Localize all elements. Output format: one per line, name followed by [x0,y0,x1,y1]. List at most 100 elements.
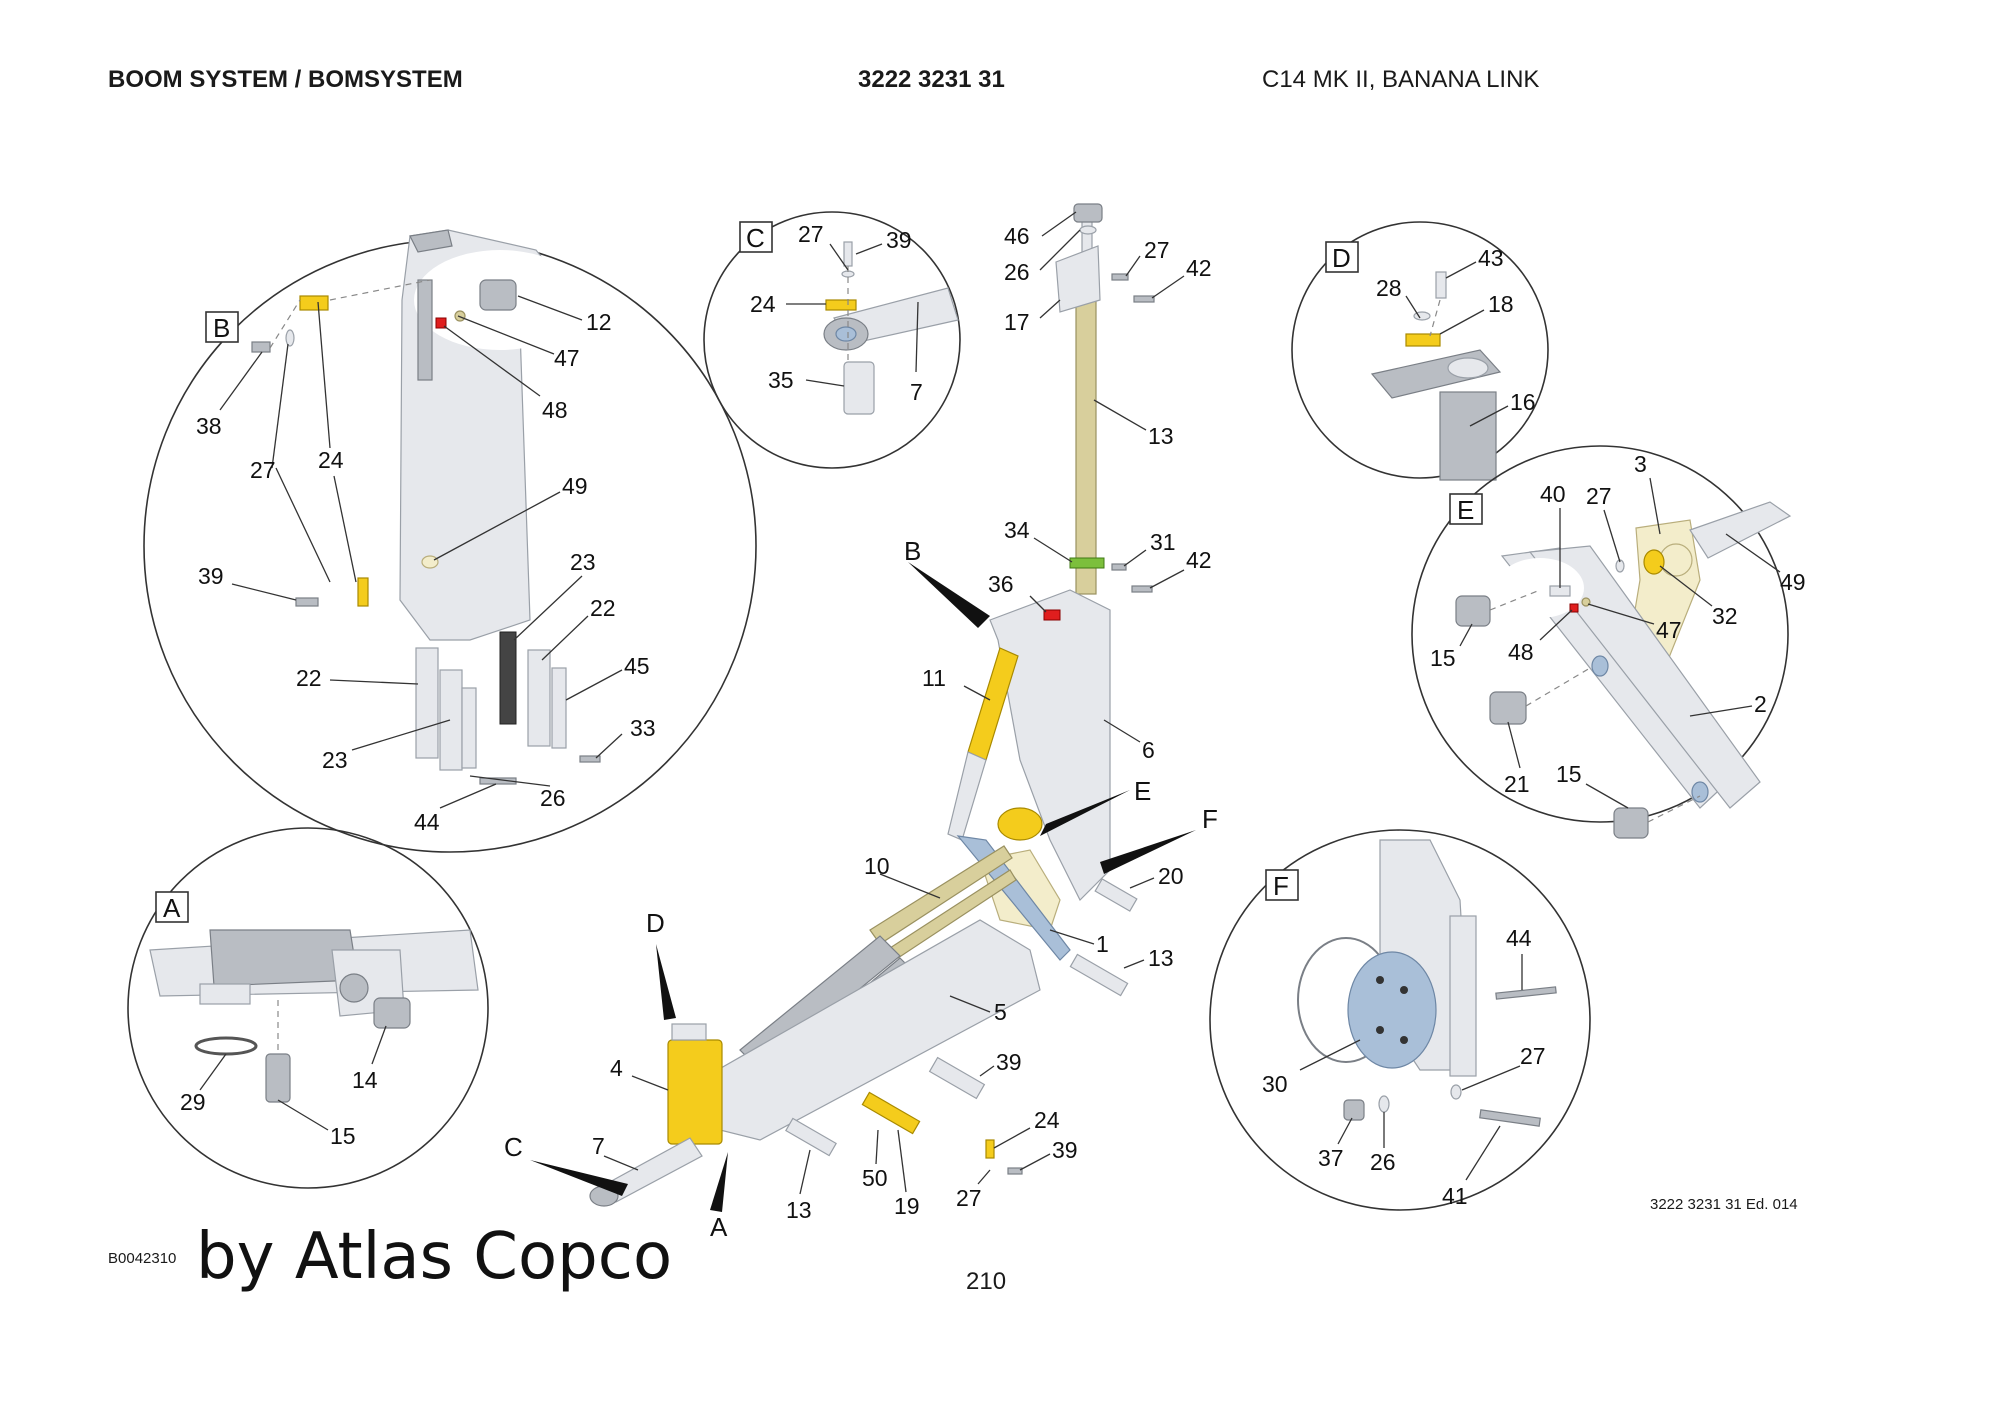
leader-42-top [1151,275,1185,299]
callout-14: 14 [352,1067,378,1093]
bolt-hole [1400,986,1408,994]
detail-a-circle [127,827,489,1189]
screw-44 [479,777,517,785]
callout-18: 18 [1488,291,1514,317]
callout-23-left: 23 [322,747,348,773]
callout-28: 28 [1376,275,1402,301]
part-number: 3222 3231 31 [858,66,1005,93]
callout-39: 39 [198,563,224,589]
screw-43 [1435,271,1447,299]
main-pointer-f-label: F [1202,804,1218,834]
leader-39-main [1019,1153,1051,1171]
callout-37: 37 [1318,1145,1344,1171]
leader-48-e [1539,609,1573,641]
grease-nipple-48 [435,317,447,329]
callout-48: 48 [542,397,568,423]
bearing-ring [1659,543,1693,577]
leader-13-right [1123,959,1145,969]
leader-24b [333,475,357,583]
callout-41: 41 [1442,1183,1468,1209]
leader-49-e [1725,533,1781,573]
callout-40: 40 [1540,481,1566,507]
leader-33 [595,733,623,759]
leader-39 [231,583,297,601]
leader-17 [1039,299,1061,319]
leader-44 [439,783,497,809]
bushing-15-a [265,1053,291,1103]
detail-c-label-box [739,221,773,253]
callout-26-top: 27 [1144,237,1170,263]
nipple-47 [454,310,466,322]
leader-6 [1103,719,1141,743]
callout-13-left: 13 [786,1197,812,1223]
main-pointer-a-label: A [710,1212,728,1242]
callout-22-left: 22 [296,665,322,691]
callout-23-right: 23 [570,549,596,575]
assembly-path-e [1525,667,1591,707]
callout-15-e-top: 15 [1430,645,1456,671]
washer-27-f [1450,1084,1462,1100]
callout-27-main: 27 [956,1185,982,1211]
callout-24-c: 24 [750,291,776,317]
leader-32 [1659,565,1713,607]
leader-5 [949,995,991,1013]
brand-caption: by Atlas Copco [196,1220,673,1294]
callout-1: 1 [1096,931,1109,957]
wear-pad-22-right [527,649,551,747]
leader-11 [1093,399,1147,431]
callout-43: 43 [1478,245,1504,271]
callout-46: 46 [1004,223,1030,249]
detail-c-circle [703,211,961,469]
rod-end-bore [835,326,857,342]
leader-22-right [541,615,589,661]
callout-9: 10 [864,853,890,879]
pin-36 [928,1056,986,1100]
callout-7: 7 [592,1133,605,1159]
leader-27-e [1603,509,1621,563]
callout-26-f: 26 [1370,1149,1396,1175]
callout-3: 3 [1634,451,1647,477]
detail-e-label: E [1457,495,1474,525]
pointer-e [1040,790,1130,836]
leader-22-left [329,679,419,685]
grease-nipple-34 [1043,609,1061,621]
cylinder-10-rod [947,751,987,841]
cylinder-16 [1439,391,1497,481]
callout-49-e: 49 [1780,569,1806,595]
leader-24a [317,301,331,449]
leader-31 [1033,537,1073,563]
callout-33: 33 [630,715,656,741]
callout-27-c: 27 [798,221,824,247]
leader-1 [1049,929,1095,945]
detail-f-label-box [1265,869,1299,901]
bolt-hole [1376,976,1384,984]
screw-42-mid [1131,585,1153,593]
leader-7-c [915,301,919,373]
screw-42-top [1133,295,1155,303]
callout-29: 29 [180,1089,206,1115]
detail-d-label-box [1325,241,1359,273]
wear-pad-23-right [499,631,517,725]
bracket-24-bottom [357,577,369,607]
wear-strip-left [461,687,477,769]
leader-7-main [603,1155,639,1171]
callout-7-c: 7 [910,379,923,405]
leader-16 [1469,405,1509,427]
callout-39-main: 39 [1052,1137,1078,1163]
detail-c: C 27 39 24 35 7 [703,211,961,469]
screw-44-f [1495,986,1557,1000]
leader-34 [1029,595,1047,613]
callout-39-c: 39 [886,227,912,253]
detail-f: F 44 27 41 30 37 26 [1209,829,1591,1211]
callout-25: 26 [1004,259,1030,285]
screw-39-main [1007,1167,1023,1175]
callout-47-e: 47 [1656,617,1682,643]
section-title: BOOM SYSTEM / BOMSYSTEM [108,66,463,93]
callout-5: 5 [994,999,1007,1025]
bracket-24-top [299,295,329,311]
callout-21: 21 [1504,771,1530,797]
leader-27-main [977,1169,991,1185]
main-pointer-e-label: E [1134,776,1151,806]
callout-30: 30 [1262,1071,1288,1097]
leader-39-c [855,243,883,255]
